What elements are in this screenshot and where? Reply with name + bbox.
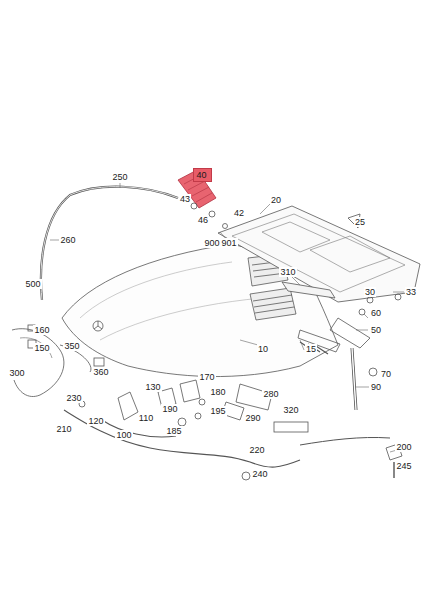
callout-number: 220 bbox=[248, 445, 265, 455]
callout-number: 25 bbox=[354, 217, 366, 227]
callout-number: 320 bbox=[282, 405, 299, 415]
callout-number: 40 bbox=[197, 170, 211, 180]
callout-number: 350 bbox=[63, 341, 80, 351]
callout-number: 150 bbox=[33, 343, 50, 353]
callout-number: 260 bbox=[59, 235, 76, 245]
callout-number: 230 bbox=[65, 393, 82, 403]
callout-number: 15 bbox=[305, 344, 317, 354]
callout-number: 901 bbox=[220, 238, 237, 248]
callout-number: 20 bbox=[270, 195, 282, 205]
callout-number: 60 bbox=[370, 308, 382, 318]
callout-number: 50 bbox=[370, 325, 382, 335]
highlighted-callout: 40 bbox=[193, 168, 212, 182]
callout-number: 43 bbox=[179, 194, 191, 204]
callout-number: 30 bbox=[364, 287, 376, 297]
callout-number: 70 bbox=[380, 369, 392, 379]
callout-number: 200 bbox=[395, 442, 412, 452]
callout-number: 210 bbox=[55, 424, 72, 434]
callout-number: 290 bbox=[244, 413, 261, 423]
callout-number: 120 bbox=[87, 416, 104, 426]
callout-number: 10 bbox=[257, 344, 269, 354]
callout-number: 170 bbox=[198, 372, 215, 382]
callout-number: 360 bbox=[92, 367, 109, 377]
callout-number: 42 bbox=[233, 208, 245, 218]
callout-number: 110 bbox=[138, 413, 154, 423]
callout-number: 180 bbox=[209, 387, 226, 397]
callout-number: 195 bbox=[209, 406, 226, 416]
callout-number: 245 bbox=[395, 461, 412, 471]
callout-number: 100 bbox=[115, 430, 132, 440]
callout-number: 46 bbox=[197, 215, 209, 225]
callout-number: 900 bbox=[203, 238, 220, 248]
callout-number: 33 bbox=[405, 287, 417, 297]
callout-number: 280 bbox=[262, 389, 279, 399]
callout-number: 130 bbox=[144, 382, 161, 392]
callout-number: 250 bbox=[111, 172, 128, 182]
callout-number: 190 bbox=[161, 404, 178, 414]
callout-number: 90 bbox=[370, 382, 382, 392]
callout-number: 240 bbox=[251, 469, 268, 479]
callout-number: 310 bbox=[279, 267, 296, 277]
callout-number: 300 bbox=[8, 368, 25, 378]
callout-number: 160 bbox=[33, 325, 50, 335]
callout-number: 185 bbox=[165, 426, 182, 436]
callout-number: 500 bbox=[24, 279, 41, 289]
